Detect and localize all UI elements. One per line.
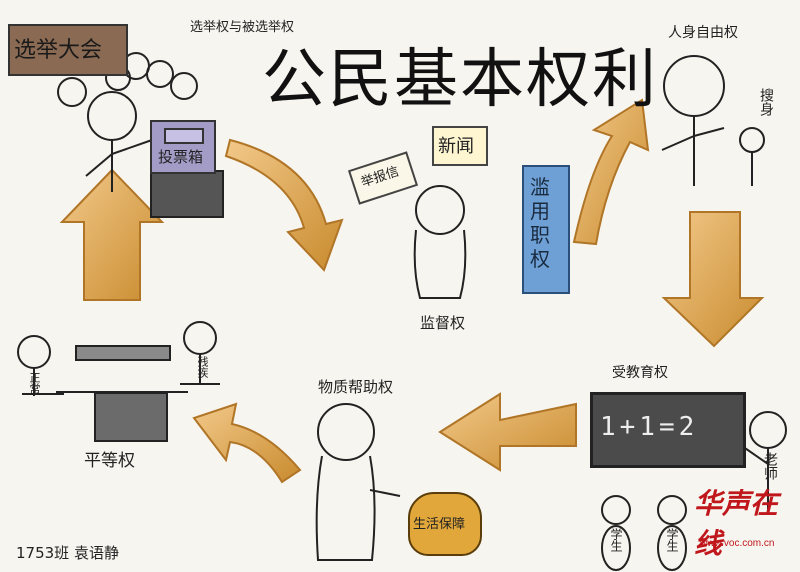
disabled-label: 残疾 — [196, 356, 209, 378]
blackboard-text: 1+1=2 — [600, 412, 699, 442]
arrow-down-right — [661, 211, 765, 348]
author-label: 1753班 袁语静 — [16, 544, 119, 562]
abuse-power-label: 滥用职权 — [530, 175, 550, 271]
ballot-slot — [164, 128, 204, 144]
arrow-to-freedom — [572, 98, 650, 246]
student-label-1: 学生 — [609, 528, 623, 552]
education-label: 受教育权 — [612, 365, 668, 381]
normal-person-head — [17, 335, 51, 369]
search-label: 搜身 — [758, 88, 774, 116]
abuse-power-pillar — [522, 165, 570, 294]
money-bag — [408, 492, 482, 556]
supervisor-body — [413, 229, 467, 299]
freedom-person-head — [663, 55, 725, 117]
watermark-brand: 华声在线 — [694, 487, 779, 560]
arrow-to-equality — [192, 402, 302, 484]
news-label: 新闻 — [438, 136, 474, 157]
equality-label: 平等权 — [84, 451, 135, 471]
arrow-to-supervision — [224, 138, 344, 272]
normal-label: 正常 — [28, 372, 41, 394]
supervisor-head — [415, 185, 465, 235]
student-label-2: 学生 — [665, 528, 679, 552]
material-aid-label: 物质帮助权 — [318, 378, 394, 396]
election-sign — [8, 24, 128, 76]
voting-table — [150, 170, 224, 218]
searcher-head — [739, 127, 765, 153]
newspaper — [432, 126, 488, 166]
personal-freedom-label: 人身自由权 — [668, 25, 738, 41]
student-head — [601, 495, 631, 525]
voter-head — [87, 91, 137, 141]
election-sign-text: 选举大会 — [14, 38, 103, 63]
arrow-left-middle — [438, 392, 577, 472]
ballot-box — [150, 120, 216, 174]
arrow-up-left — [59, 168, 165, 301]
aid-person-head — [317, 403, 375, 461]
page-title: 公民基本权利 — [262, 43, 658, 117]
teacher-label: 老师 — [762, 452, 778, 480]
watermark-url: www.voc.com.cn — [700, 538, 775, 549]
ballot-box-label: 投票箱 — [158, 148, 204, 166]
livelihood-label: 生活保障 — [413, 517, 466, 532]
scale-beam — [75, 345, 171, 361]
blackboard — [590, 392, 746, 468]
teacher-head — [749, 411, 787, 449]
scale-base — [94, 392, 168, 442]
election-right-label: 选举权与被选举权 — [190, 20, 295, 35]
supervision-label: 监督权 — [420, 314, 466, 332]
disabled-person-head — [183, 321, 217, 355]
